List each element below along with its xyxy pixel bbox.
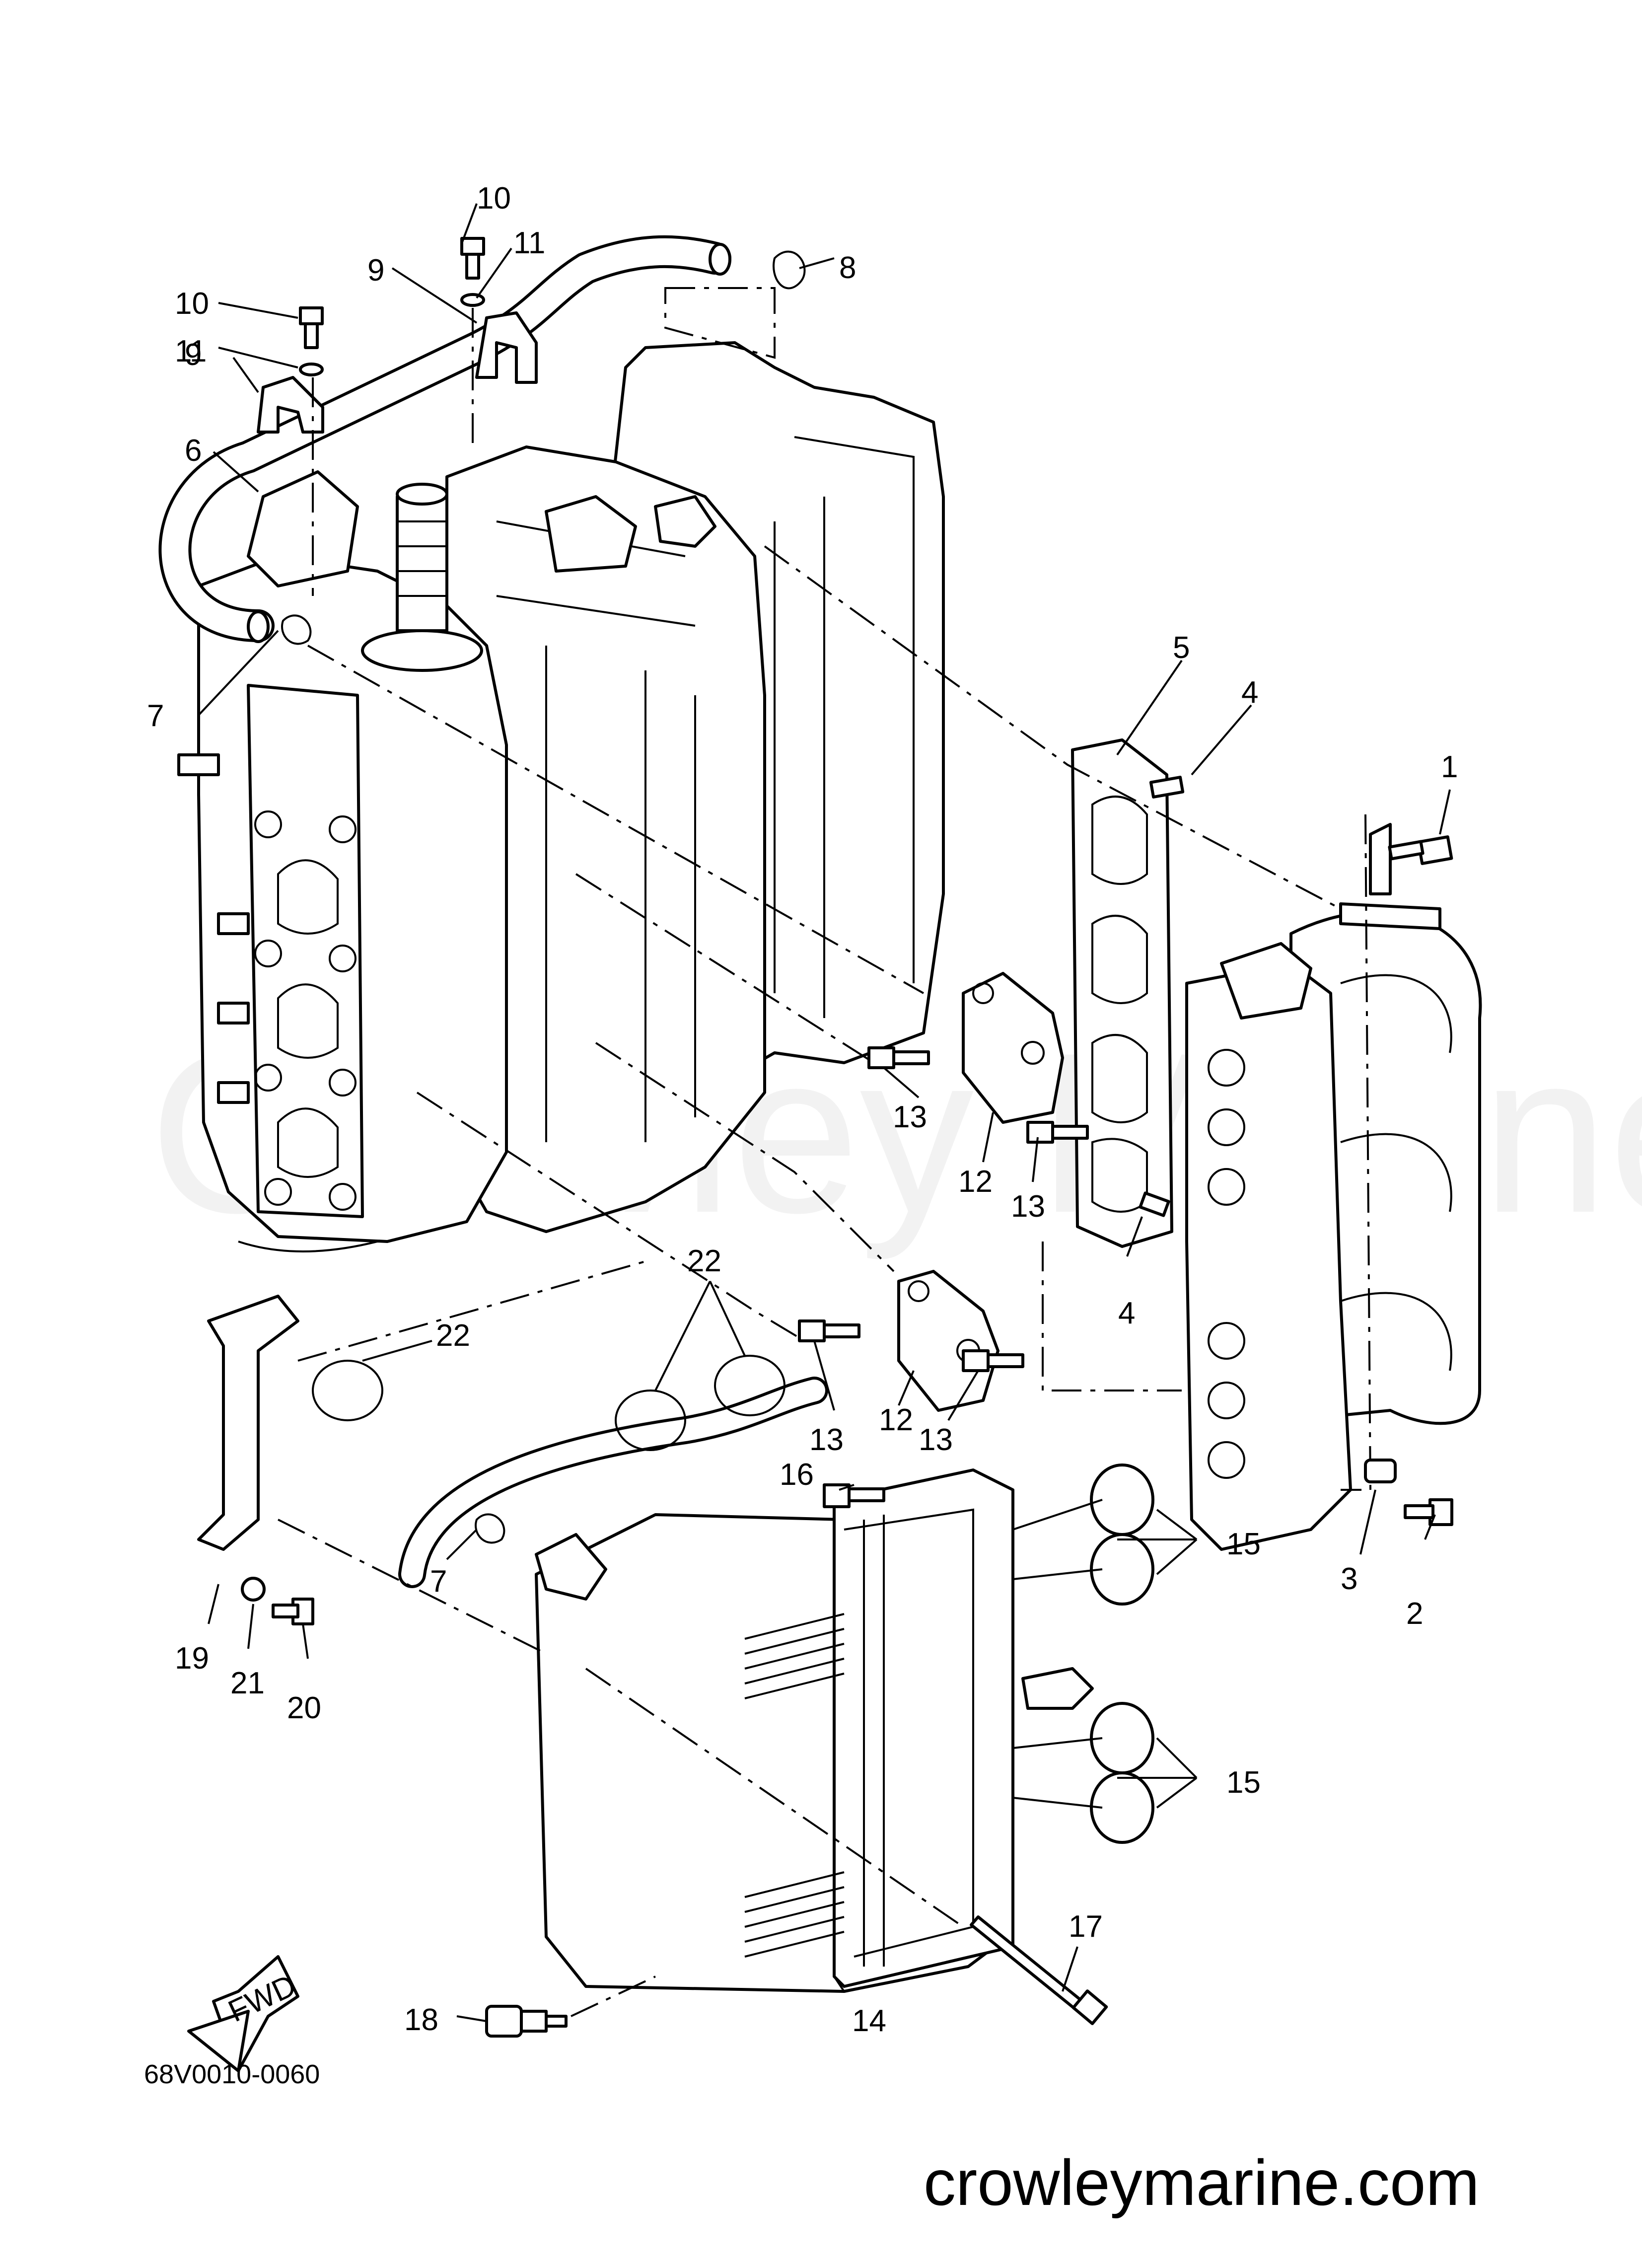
hose-band-right	[714, 1355, 785, 1416]
bracket-lower	[897, 1270, 999, 1412]
bracket-washer	[241, 1577, 266, 1602]
callout-6: 6	[185, 434, 202, 468]
intake-silencer	[535, 1463, 1154, 1993]
callout-10-left: 10	[175, 287, 209, 321]
collar	[1364, 1459, 1397, 1483]
callout-13-c: 13	[809, 1423, 844, 1457]
callout-3: 3	[1341, 1562, 1357, 1596]
hose-bracket	[197, 1295, 299, 1551]
callout-13-b: 13	[1011, 1189, 1045, 1224]
callout-9-left: 9	[185, 338, 202, 372]
callout-20: 20	[287, 1691, 321, 1725]
washer-left	[299, 363, 324, 376]
throttle-bolt-1	[1388, 835, 1453, 865]
bracket-bolt-20	[272, 1598, 314, 1625]
hose-clip-7-top	[281, 614, 312, 645]
callout-5: 5	[1173, 631, 1190, 665]
callout-15-lower: 15	[1226, 1765, 1261, 1800]
callout-15-upper: 15	[1226, 1527, 1261, 1561]
callout-11-left: 11	[175, 334, 207, 368]
holder-bolt-left	[299, 306, 324, 349]
callout-21: 21	[230, 1666, 265, 1700]
hose-clip-8	[773, 250, 806, 290]
silencer-bolt-top	[823, 1483, 885, 1508]
callout-2: 2	[1406, 1597, 1423, 1631]
bracket-bolt-1	[867, 1046, 930, 1069]
holder-bolt-right	[460, 237, 485, 280]
callout-11-right: 11	[513, 226, 545, 260]
bracket-bolt-4	[962, 1349, 1024, 1372]
callout-4-lower: 4	[1118, 1296, 1135, 1330]
callout-10-right: 10	[477, 181, 511, 216]
dowel-pin-upper	[1149, 776, 1185, 799]
callout-13-d: 13	[919, 1423, 953, 1457]
callout-7-top: 7	[147, 699, 164, 733]
bracket-bolt-2	[1026, 1121, 1089, 1144]
hose-clip-7-bottom	[475, 1513, 505, 1544]
callout-16: 16	[780, 1458, 814, 1492]
hose-holder-left	[257, 376, 324, 434]
callout-12-upper: 12	[958, 1165, 993, 1199]
callout-22-left: 22	[436, 1318, 470, 1353]
callout-13-a: 13	[893, 1100, 927, 1134]
hose-band-left	[312, 1360, 383, 1421]
leader-lines	[198, 203, 1451, 2022]
hose-band-mid	[615, 1390, 686, 1451]
callout-7-bottom: 7	[430, 1564, 447, 1599]
intake-gasket	[1071, 738, 1173, 1248]
callout-1: 1	[1441, 750, 1458, 784]
callout-12-lower: 12	[879, 1403, 913, 1437]
bracket-bolt-3	[798, 1319, 860, 1342]
fwd-arrow: FWD	[187, 1955, 301, 2072]
bracket-upper	[962, 972, 1064, 1124]
reference-code: 68V0010-0060	[144, 2059, 320, 2089]
callout-4-upper: 4	[1241, 675, 1258, 710]
throttle-bolt-2	[1404, 1498, 1453, 1526]
washer-right	[460, 293, 485, 307]
intake-temp-sensor	[485, 2005, 568, 2038]
callout-19: 19	[175, 1641, 209, 1676]
silencer-long-bolt	[970, 1915, 1108, 2025]
site-name: crowleymarine.com	[924, 2146, 1480, 2219]
hose-holder-right	[475, 311, 538, 384]
callout-22-right: 22	[687, 1244, 721, 1278]
callout-14: 14	[852, 2004, 886, 2038]
callout-8: 8	[839, 251, 856, 285]
throttle-body-assembly	[1042, 814, 1482, 1551]
callout-18: 18	[404, 2003, 438, 2037]
cylinder-block	[177, 341, 945, 1252]
callout-17: 17	[1069, 1909, 1103, 1944]
callout-9-right: 9	[367, 253, 384, 288]
callout-labels: 1 2 3 4 4 5 6 7 7 8 9 9 10 10 11 11 12 1…	[147, 181, 1458, 2038]
dowel-pin-lower	[1139, 1191, 1170, 1217]
